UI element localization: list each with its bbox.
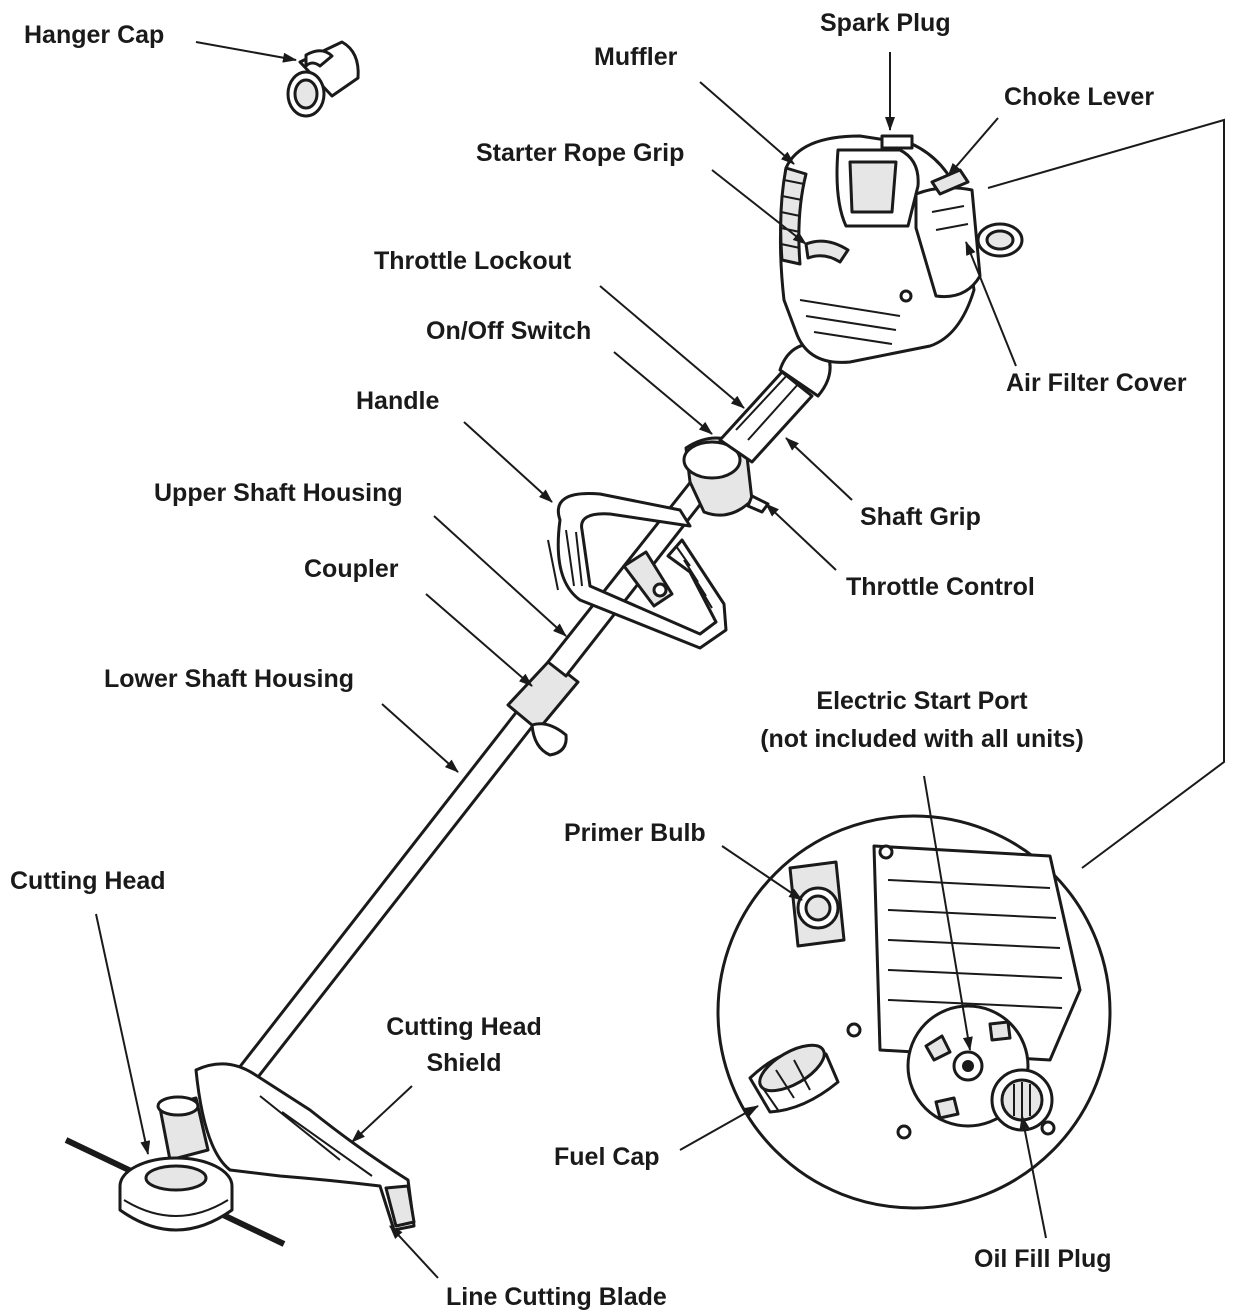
- engine-detail-inset: [716, 814, 1112, 1210]
- leader-air-filter-cover: [965, 241, 1017, 367]
- handle-drawing: [547, 492, 728, 650]
- leader-cutting-head: [95, 913, 151, 1155]
- leader-cutting-head-shield: [351, 1085, 413, 1143]
- leader-handle: [463, 421, 553, 503]
- label-throttle-lockout: Throttle Lockout: [374, 247, 572, 275]
- leader-fuel-cap: [679, 1105, 759, 1151]
- leader-coupler: [425, 593, 533, 687]
- leader-shaft-grip: [785, 437, 853, 501]
- label-choke-lever: Choke Lever: [1004, 83, 1155, 111]
- label-electric-start-port-title: Electric Start Port: [816, 687, 1028, 715]
- leader-electric-start-port: [923, 775, 973, 1051]
- label-cutting-head-shield-line2: Shield: [426, 1049, 502, 1077]
- leader-upper-shaft-housing: [433, 515, 567, 637]
- label-lower-shaft-housing: Lower Shaft Housing: [104, 665, 354, 693]
- label-electric-start-port: Electric Start Port (not included with a…: [744, 686, 1100, 754]
- label-fuel-cap: Fuel Cap: [554, 1143, 660, 1171]
- label-primer-bulb: Primer Bulb: [564, 819, 706, 847]
- engine-drawing: [778, 134, 1024, 364]
- label-oil-fill-plug: Oil Fill Plug: [974, 1245, 1112, 1273]
- leader-lines: [95, 41, 1047, 1279]
- leader-on-off-switch: [613, 351, 713, 435]
- leader-primer-bulb: [721, 845, 803, 901]
- label-air-filter-cover: Air Filter Cover: [1006, 369, 1187, 397]
- label-cutting-head: Cutting Head: [10, 867, 166, 895]
- leader-muffler: [699, 81, 795, 165]
- label-electric-start-port-note: (not included with all units): [760, 725, 1084, 753]
- label-shaft-grip: Shaft Grip: [860, 503, 981, 531]
- label-upper-shaft-housing: Upper Shaft Housing: [154, 479, 403, 507]
- label-cutting-head-shield-line1: Cutting Head: [386, 1013, 542, 1041]
- label-on-off-switch: On/Off Switch: [426, 317, 592, 345]
- leader-starter-rope-grip: [711, 169, 807, 245]
- leader-oil-fill-plug: [1019, 1115, 1047, 1239]
- label-starter-rope-grip: Starter Rope Grip: [476, 139, 685, 167]
- hanger-cap-drawing: [286, 40, 360, 118]
- leader-line-cutting-blade: [389, 1225, 439, 1279]
- leader-lower-shaft-housing: [381, 703, 459, 773]
- label-spark-plug: Spark Plug: [820, 9, 951, 37]
- label-muffler: Muffler: [594, 43, 678, 71]
- label-throttle-control: Throttle Control: [846, 573, 1035, 601]
- label-handle: Handle: [356, 387, 440, 415]
- label-line-cutting-blade: Line Cutting Blade: [446, 1283, 667, 1311]
- leader-choke-lever: [947, 117, 999, 177]
- label-hanger-cap: Hanger Cap: [24, 21, 165, 49]
- cutting-head-drawing: [64, 1062, 416, 1247]
- detail-bracket-line: [987, 118, 1225, 869]
- leader-hanger-cap: [195, 41, 297, 63]
- leader-throttle-control: [765, 503, 837, 571]
- label-coupler: Coupler: [304, 555, 399, 583]
- label-cutting-head-shield: Cutting Head Shield: [374, 1012, 554, 1078]
- leader-throttle-lockout: [599, 285, 745, 409]
